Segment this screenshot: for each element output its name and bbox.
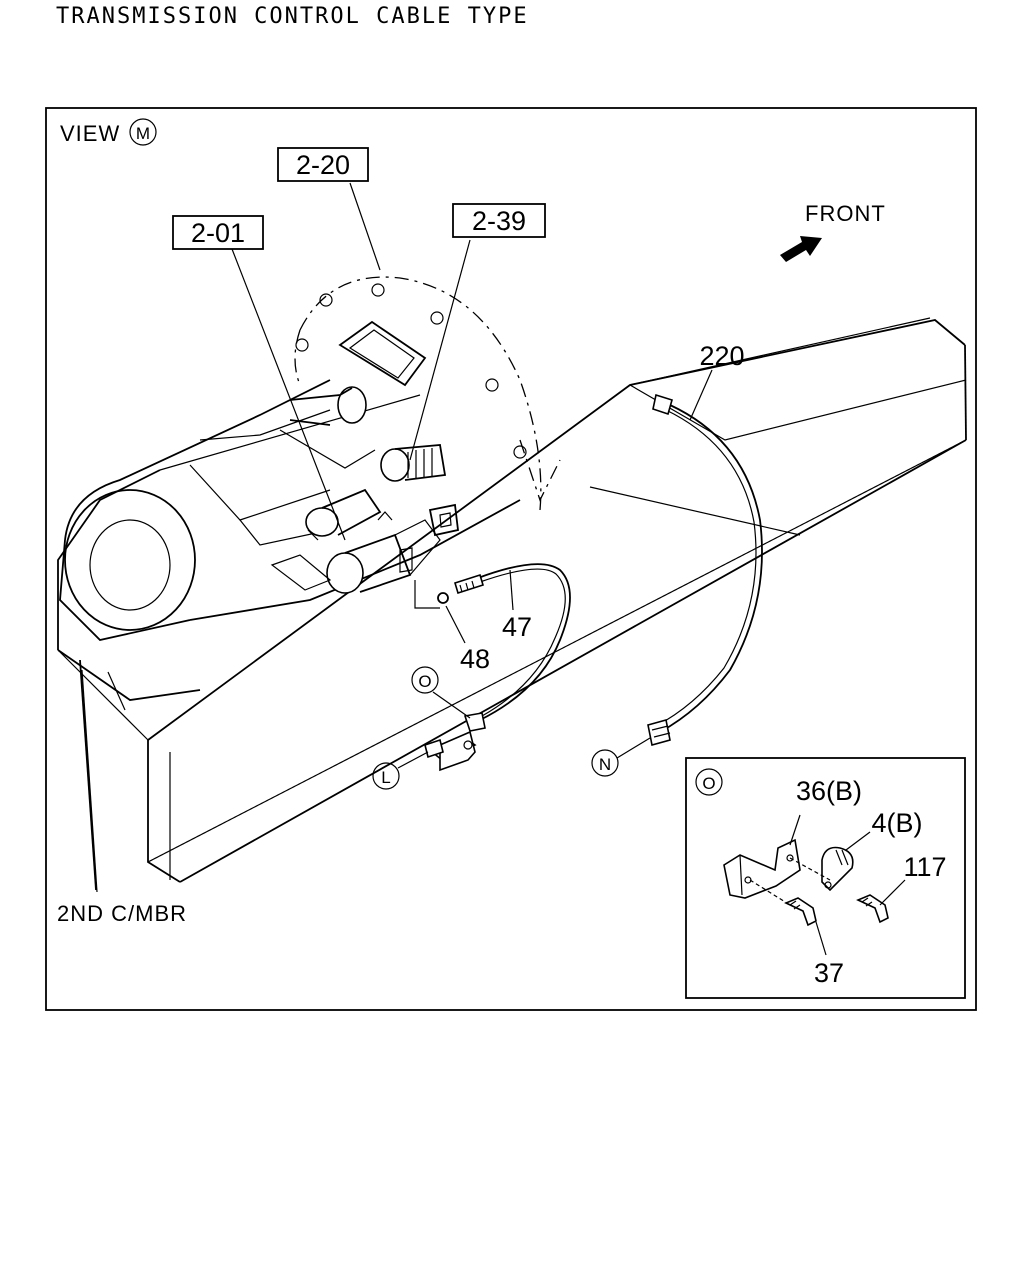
- view-marker-letter: M: [136, 124, 150, 143]
- cross-member: [57, 469, 201, 891]
- bolt-117: [856, 894, 889, 924]
- cable-47: [454, 563, 571, 721]
- member-label: 2ND C/MBR: [57, 901, 187, 926]
- guide-line: [414, 580, 440, 609]
- part-37: 37: [814, 958, 844, 988]
- svg-text:O: O: [418, 672, 431, 691]
- view-label: VIEW: [60, 121, 120, 146]
- bolt-37: [784, 897, 817, 927]
- part-220: 220: [699, 341, 744, 371]
- diagram-frame: [45, 107, 977, 1011]
- front-label: FRONT: [805, 201, 886, 226]
- ref-label-2-20: 2-20: [296, 150, 350, 180]
- part-117: 117: [903, 852, 946, 882]
- ref-box-2-39: 2-39: [452, 203, 546, 238]
- ref-box-2-20: 2-20: [277, 147, 369, 182]
- diagram-title: TRANSMISSION CONTROL CABLE TYPE: [56, 4, 529, 29]
- part-47: 47: [502, 612, 532, 642]
- svg-text:N: N: [599, 755, 611, 774]
- shift-mechanism: [270, 386, 459, 594]
- cable-bracket-o: [424, 712, 486, 772]
- svg-text:L: L: [381, 768, 390, 787]
- marker-n: N: [591, 749, 619, 777]
- cable-220: [647, 393, 763, 747]
- ref-label-2-01: 2-01: [191, 218, 245, 248]
- view-marker-circle: [129, 118, 157, 146]
- inset-detail-o: O 36(B) 4(B) 117 37: [685, 757, 966, 999]
- bell-housing: [294, 276, 542, 511]
- front-arrow-icon: [780, 236, 822, 262]
- housing-edge: [519, 439, 561, 502]
- part-4b: 4(B): [871, 808, 922, 838]
- marker-o: O: [411, 666, 439, 694]
- ref-box-2-01: 2-01: [172, 215, 264, 250]
- frame-member: [147, 317, 967, 883]
- transmission-housing: [59, 379, 521, 641]
- leader-lines: [81, 182, 713, 893]
- bracket-36b: [723, 838, 801, 899]
- inset-marker: O: [702, 774, 715, 793]
- part-36b: 36(B): [796, 776, 862, 806]
- part-48: 48: [460, 644, 490, 674]
- marker-l: L: [372, 762, 400, 790]
- washer-48: [437, 592, 449, 604]
- ref-label-2-39: 2-39: [472, 206, 526, 236]
- inspection-cover: [338, 320, 427, 387]
